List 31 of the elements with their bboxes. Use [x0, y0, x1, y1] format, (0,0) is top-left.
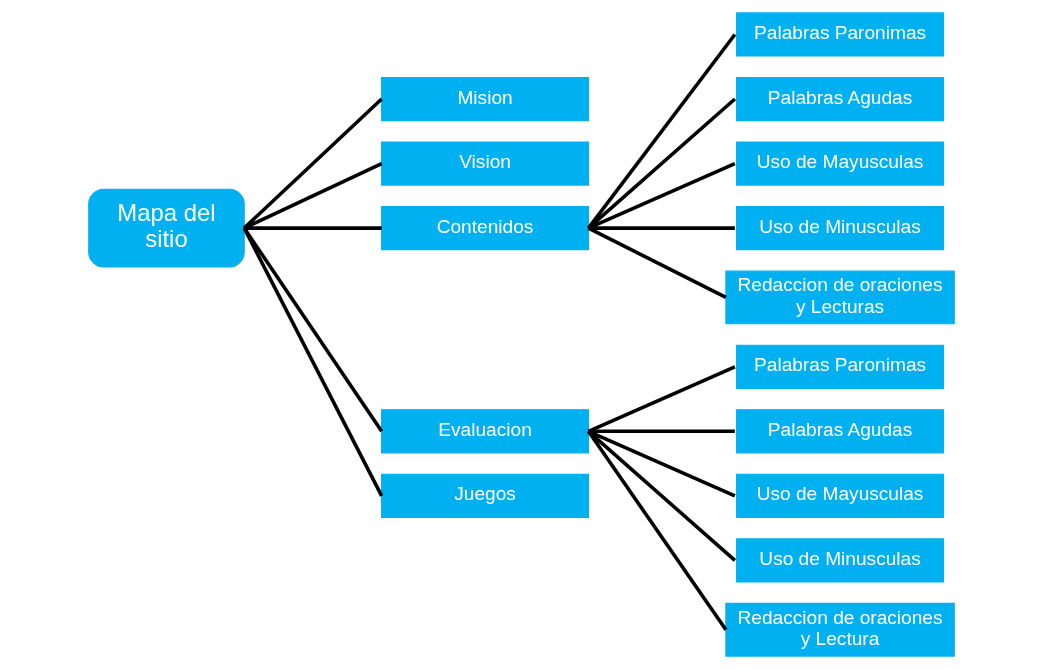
connector — [587, 429, 736, 498]
connector — [242, 227, 384, 433]
connector — [244, 226, 382, 230]
connector — [588, 429, 735, 434]
connector — [587, 97, 737, 230]
connector — [587, 33, 737, 230]
node-box: Palabras Paronimas — [736, 12, 945, 57]
node-box: Mision — [381, 76, 590, 122]
connector — [587, 226, 727, 300]
node-box: Uso de Mayusculas — [736, 473, 945, 518]
node-box: Uso de Mayusculas — [736, 141, 945, 186]
connector — [587, 429, 737, 562]
node-box: Palabras Agudas — [736, 409, 945, 454]
node-box: Uso de Minusculas — [736, 206, 945, 251]
node-box: Palabras Paronimas — [736, 344, 945, 389]
connector — [243, 161, 383, 230]
node-box: Redaccion de oraciones y Lecturas — [725, 270, 955, 325]
node-box: Juegos — [381, 473, 590, 518]
connector — [242, 97, 383, 230]
node-box: Redaccion de oraciones y Lectura — [725, 602, 955, 657]
node-box: Contenidos — [381, 206, 590, 251]
connector — [587, 365, 736, 433]
connector — [587, 161, 736, 230]
connector — [586, 430, 728, 631]
node-box: Palabras Agudas — [736, 76, 945, 122]
connector — [588, 226, 735, 230]
node-box: Vision — [381, 141, 590, 186]
node-box: Uso de Minusculas — [736, 538, 945, 583]
connector — [242, 227, 384, 497]
node-box: Mapa del sitio — [88, 188, 245, 268]
node-box: Evaluacion — [381, 409, 590, 454]
